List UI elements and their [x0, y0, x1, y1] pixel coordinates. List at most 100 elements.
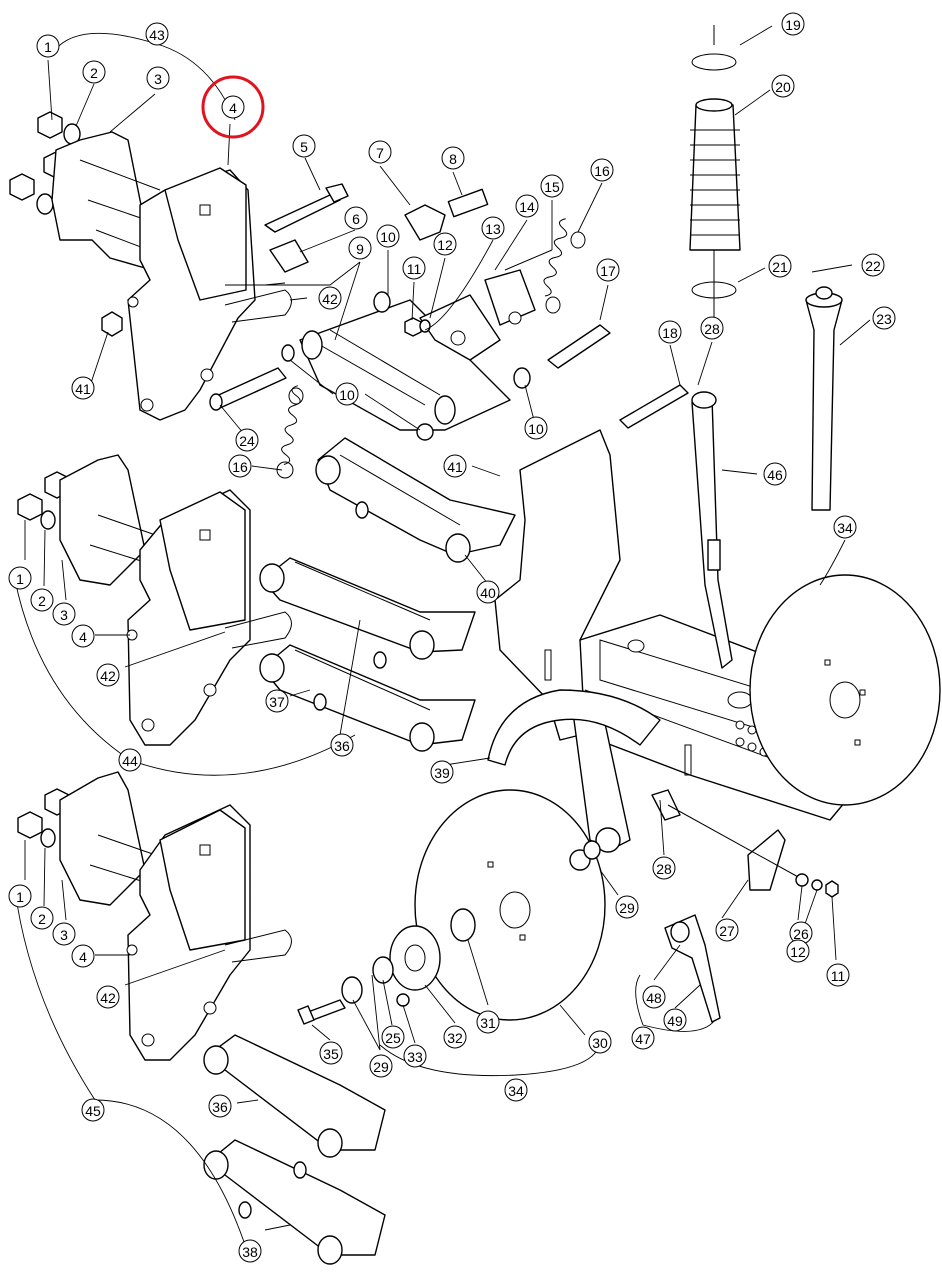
callout-label: 1: [44, 39, 52, 55]
callout-label: 20: [775, 79, 791, 95]
callout-25: 25: [381, 1025, 405, 1049]
callout-49: 49: [663, 1008, 687, 1032]
callout-label: 22: [865, 258, 881, 274]
callout-label: 49: [667, 1013, 683, 1029]
link-arm-36-37: [259, 557, 476, 752]
callout-circle: [335, 382, 359, 406]
callout-label: 10: [339, 387, 355, 403]
callout-circle: [700, 316, 724, 340]
callout-28: 28: [652, 856, 676, 880]
callout-label: 16: [232, 459, 248, 475]
callout-label: 28: [704, 321, 720, 337]
callout-34: 34: [833, 515, 857, 539]
callout-circle: [540, 174, 564, 198]
callout-circle: [30, 588, 54, 612]
callout-circle: [52, 922, 76, 946]
callout-label: 12: [437, 237, 453, 253]
callout-8: 8: [441, 146, 465, 170]
callout-label: 26: [793, 926, 809, 942]
callout-circle: [515, 194, 539, 218]
disc-blade-30: [414, 789, 606, 1021]
callout-circle: [763, 462, 787, 486]
callout-circle: [71, 376, 95, 400]
link-arm-40: [315, 437, 516, 563]
callout-40: 40: [476, 580, 500, 604]
callout-37: 37: [265, 689, 289, 713]
callout-label: 42: [322, 291, 338, 307]
callout-circle: [8, 566, 32, 590]
callout-3: 3: [52, 922, 76, 946]
callout-circle: [615, 895, 639, 919]
callout-circle: [596, 258, 620, 282]
callout-label: 48: [646, 990, 662, 1006]
callout-48: 48: [642, 985, 666, 1009]
callout-circle: [82, 60, 106, 84]
callout-29: 29: [615, 895, 639, 919]
callout-label: 11: [831, 968, 846, 984]
callout-label: 1: [16, 571, 24, 587]
callout-34: 34: [504, 1078, 528, 1102]
callout-circle: [292, 134, 316, 158]
link-arm-36-38-lower: [203, 1034, 386, 1265]
seed-tube-46: [691, 391, 733, 669]
callout-12: 12: [786, 939, 810, 963]
callout-circle: [96, 663, 120, 687]
callout-circle: [833, 515, 857, 539]
callout-label: 30: [592, 1035, 608, 1051]
callout-12: 12: [433, 232, 457, 256]
callout-label: 7: [376, 145, 384, 161]
callout-label: 47: [635, 1031, 651, 1047]
callout-45: 45: [81, 1098, 105, 1122]
callout-label: 15: [544, 179, 560, 195]
callout-label: 44: [122, 753, 138, 769]
leader-lines: [14, 25, 871, 1261]
callout-circle: [441, 146, 465, 170]
callout-circle: [8, 884, 32, 908]
callout-label: 36: [334, 738, 350, 754]
callout-label: 16: [594, 163, 610, 179]
callout-10: 10: [376, 224, 400, 248]
callout-label: 38: [242, 1244, 258, 1260]
callout-36: 36: [330, 733, 354, 757]
callout-label: 41: [75, 381, 91, 397]
callout-circle: [81, 1098, 105, 1122]
callout-circle: [826, 963, 850, 987]
callout-label: 2: [38, 911, 46, 927]
callout-circle: [631, 1026, 655, 1050]
callout-41: 41: [71, 376, 95, 400]
callout-circle: [872, 306, 896, 330]
callout-4: 4: [71, 624, 95, 648]
callout-circle: [344, 206, 368, 230]
callout-circle: [402, 256, 426, 280]
callout-3: 3: [52, 602, 76, 626]
callout-label: 29: [373, 1059, 389, 1075]
callout-2: 2: [30, 588, 54, 612]
callout-circle: [36, 34, 60, 58]
callout-label: 4: [79, 949, 87, 965]
callout-label: 37: [269, 694, 285, 710]
callout-label: 21: [772, 259, 788, 275]
callout-circle: [146, 66, 170, 90]
callout-5: 5: [292, 134, 316, 158]
callout-circle: [430, 760, 454, 784]
callout-label: 2: [38, 593, 46, 609]
callout-11: 11: [402, 256, 426, 280]
callout-circle: [781, 12, 805, 36]
callout-circle: [524, 416, 548, 440]
callout-15: 15: [540, 174, 564, 198]
callout-42: 42: [318, 286, 342, 310]
callout-label: 9: [356, 241, 364, 257]
callout-circle: [433, 232, 457, 256]
callout-circle: [588, 1030, 612, 1054]
callout-41: 41: [443, 454, 467, 478]
callout-19: 19: [781, 12, 805, 36]
callout-label: 2: [90, 65, 98, 81]
callout-label: 3: [154, 71, 162, 87]
callout-18: 18: [658, 320, 682, 344]
callout-circle: [330, 733, 354, 757]
callout-1: 1: [36, 34, 60, 58]
callout-38: 38: [238, 1239, 262, 1263]
callout-label: 41: [447, 459, 463, 475]
